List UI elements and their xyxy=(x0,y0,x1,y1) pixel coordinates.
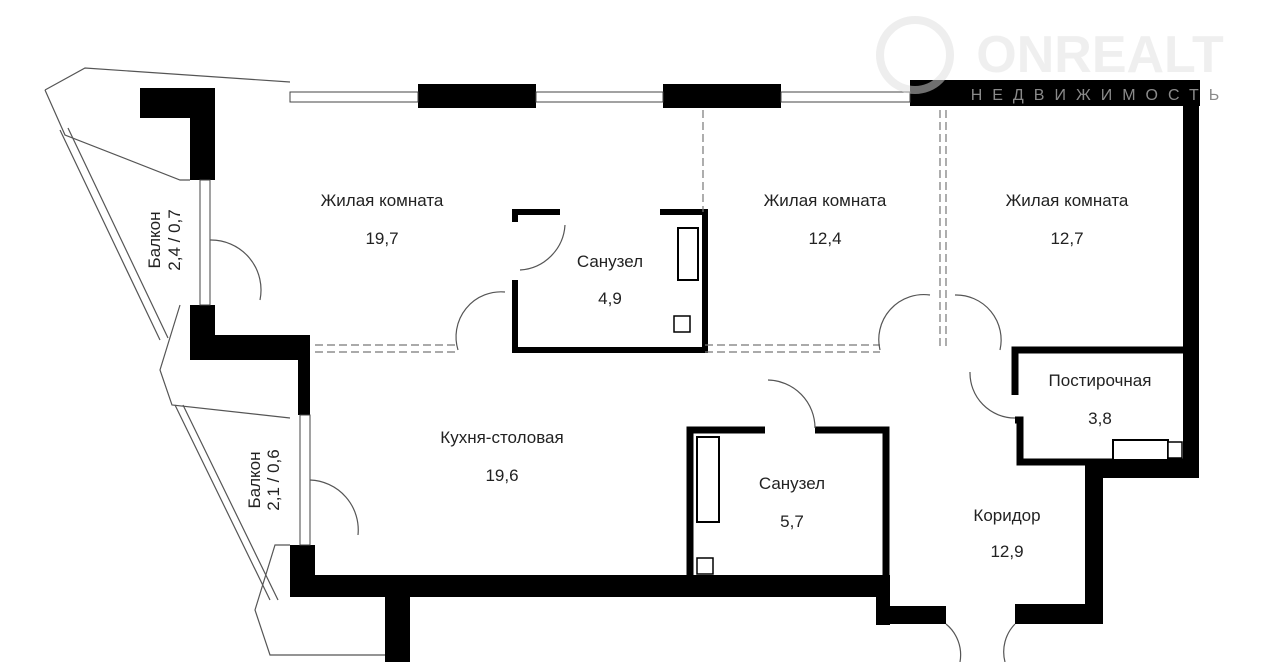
bathtub-icon xyxy=(696,436,720,523)
room-labels: Жилая комната 19,7 Санузел 4,9 Жилая ком… xyxy=(145,191,1151,561)
room-area: 12,9 xyxy=(990,542,1023,561)
room-name: Санузел xyxy=(577,252,643,271)
watermark-brand: ONREALT xyxy=(976,26,1224,84)
balcony-area: 2,4 / 0,7 xyxy=(165,209,184,270)
room-area: 3,8 xyxy=(1088,409,1112,428)
room-area: 19,7 xyxy=(365,229,398,248)
room-area: 5,7 xyxy=(780,512,804,531)
room-name: Кухня-столовая xyxy=(440,428,563,447)
windows xyxy=(199,91,911,546)
room-area: 12,7 xyxy=(1050,229,1083,248)
watermark-logo: ONREALT НЕДВИЖИМОСТЬ xyxy=(876,16,1230,104)
bathtub-icon xyxy=(677,227,699,281)
walls xyxy=(140,80,1200,662)
watermark-subtitle: НЕДВИЖИМОСТЬ xyxy=(971,87,1230,104)
room-name: Жилая комната xyxy=(321,191,444,210)
room-name: Постирочная xyxy=(1049,371,1152,390)
room-area: 12,4 xyxy=(808,229,841,248)
balcony-glazing xyxy=(44,67,390,656)
toilet-icon xyxy=(696,557,714,575)
room-name: Коридор xyxy=(973,506,1040,525)
room-name: Санузел xyxy=(759,474,825,493)
room-name: Жилая комната xyxy=(764,191,887,210)
balcony-name: Балкон xyxy=(245,451,264,508)
room-name: Жилая комната xyxy=(1006,191,1129,210)
room-area: 19,6 xyxy=(485,466,518,485)
balcony-name: Балкон xyxy=(145,211,164,268)
sink-icon xyxy=(1167,441,1183,459)
room-area: 4,9 xyxy=(598,289,622,308)
toilet-icon xyxy=(673,315,691,333)
doors-partitions xyxy=(209,110,1016,662)
fixtures xyxy=(673,227,1183,575)
washing-machine-icon xyxy=(1112,439,1169,461)
balcony-area: 2,1 / 0,6 xyxy=(264,449,283,510)
